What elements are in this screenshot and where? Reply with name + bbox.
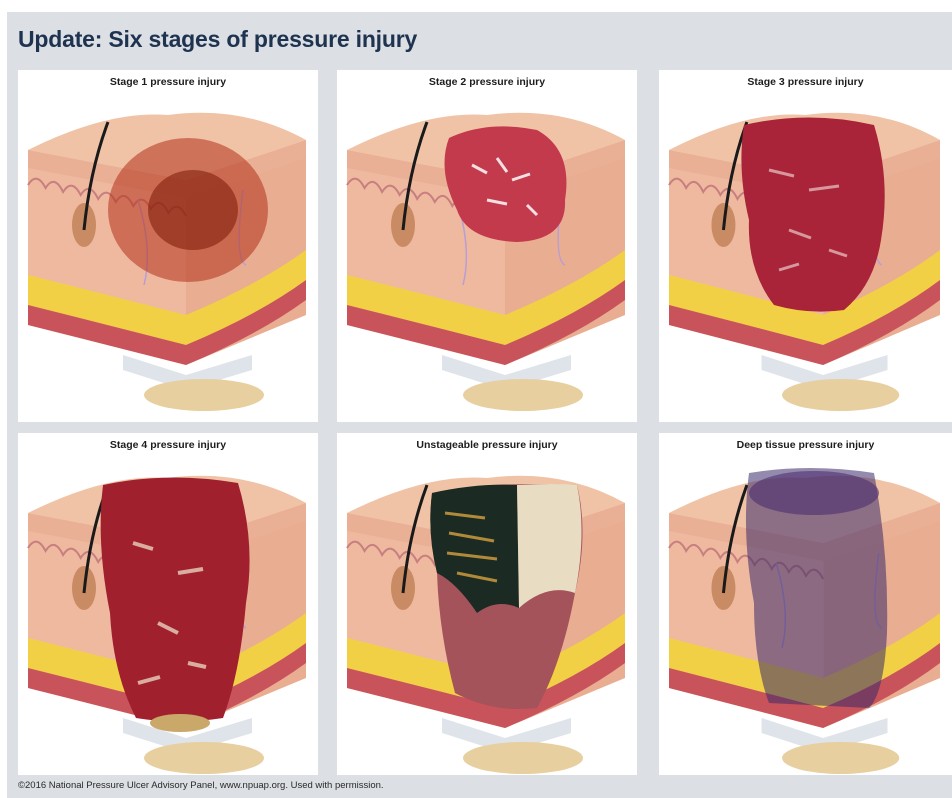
panel-stage-1: Stage 1 pressure injury	[18, 70, 318, 422]
panel-caption: Stage 4 pressure injury	[18, 439, 318, 451]
panel-caption: Deep tissue pressure injury	[659, 439, 952, 451]
credit-line: ©2016 National Pressure Ulcer Advisory P…	[18, 780, 384, 791]
panel-caption: Stage 1 pressure injury	[18, 76, 318, 88]
deep-tissue-illustration	[659, 433, 952, 775]
panel-stage-4: Stage 4 pressure injury	[18, 433, 318, 775]
panel-caption: Stage 3 pressure injury	[659, 76, 952, 88]
panel-stage-3: Stage 3 pressure injury	[659, 70, 952, 422]
figure-title: Update: Six stages of pressure injury	[18, 26, 417, 53]
stage-3-illustration	[659, 70, 952, 422]
unstageable-illustration	[337, 433, 637, 775]
bone	[782, 379, 899, 411]
bone	[144, 379, 264, 411]
stage-1-illustration	[18, 70, 318, 422]
bone	[782, 742, 899, 774]
bone	[463, 379, 583, 411]
panel-caption: Unstageable pressure injury	[337, 439, 637, 451]
bone	[463, 742, 583, 774]
panel-unstageable: Unstageable pressure injury	[337, 433, 637, 775]
stage-4-illustration	[18, 433, 318, 775]
bone	[144, 742, 264, 774]
panel-deep-tissue: Deep tissue pressure injury	[659, 433, 952, 775]
stage-2-illustration	[337, 70, 637, 422]
panel-caption: Stage 2 pressure injury	[337, 76, 637, 88]
panel-stage-2: Stage 2 pressure injury	[337, 70, 637, 422]
